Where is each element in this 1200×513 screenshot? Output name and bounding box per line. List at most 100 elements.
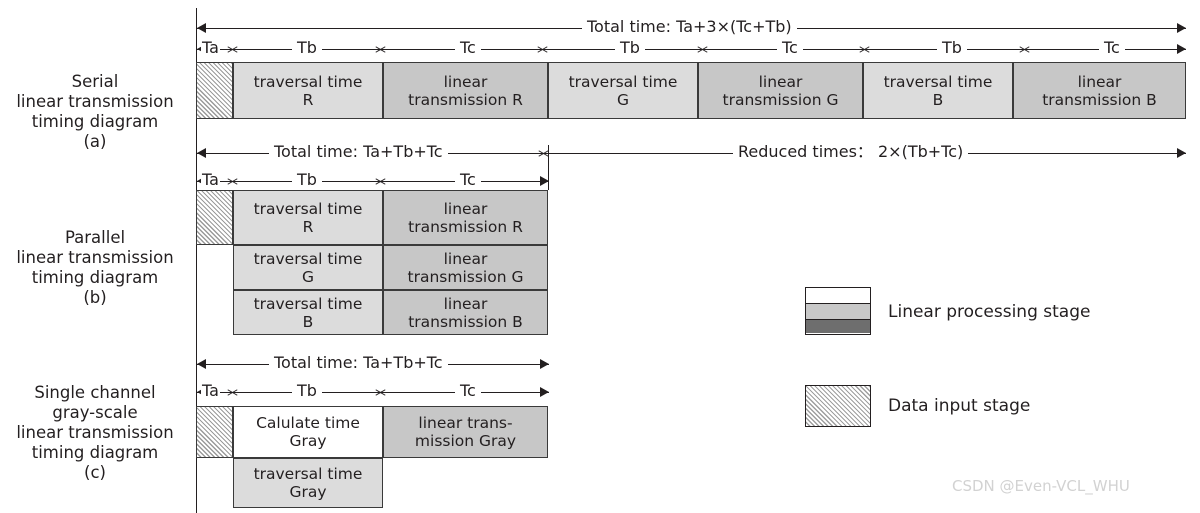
- legend-label-linear-processing: Linear processing stage: [888, 302, 1091, 322]
- legend-band-light-gray: [806, 304, 870, 320]
- arrow-head-right-icon: [540, 387, 549, 397]
- total-time-measure-single-gray: Total time: Ta+Tb+Tc: [197, 353, 549, 373]
- total-time-label: Total time: Ta+Tb+Tc: [269, 353, 448, 373]
- reduced-time-measure-parallel: Reduced times： 2×(Tb+Tc): [549, 142, 1186, 162]
- segment-measures-parallel: Ta Tb Tc: [197, 170, 549, 190]
- caption-line: linear transmission: [16, 423, 174, 442]
- segment-label-tc: Tc: [777, 38, 803, 58]
- caption-line: Parallel: [64, 228, 126, 247]
- legend-band-dark-gray: [806, 320, 870, 333]
- caption-line: timing diagram: [31, 112, 159, 131]
- legend-label-data-input: Data input stage: [888, 396, 1031, 416]
- segment-label-tb: Tb: [292, 38, 322, 58]
- segment-tick: [1019, 43, 1030, 55]
- caption-line: gray-scale: [52, 403, 138, 422]
- segment-tick: [859, 43, 870, 55]
- caption-line: (b): [83, 288, 107, 307]
- total-time-measure-parallel: Total time: Ta+Tb+Tc: [197, 142, 549, 162]
- block-transmission-gray: linear trans-mission Gray: [383, 406, 548, 458]
- arrow-head-right-icon: [1177, 23, 1186, 33]
- segment-measures-single-gray: Ta Tb Tc: [197, 381, 549, 401]
- block-data-input-serial: [196, 62, 233, 119]
- time-origin-axis: [196, 8, 197, 513]
- caption-line: timing diagram: [31, 443, 159, 462]
- segment-tick: [375, 386, 386, 398]
- segment-label-tb: Tb: [292, 381, 322, 401]
- caption-line: linear transmission: [16, 92, 174, 111]
- arrow-head-right-icon: [540, 176, 549, 186]
- segment-label-tc: Tc: [455, 381, 481, 401]
- segment-measures-serial: Ta Tb Tc Tb Tc Tb Tc: [197, 38, 1186, 58]
- segment-label-tc: Tc: [455, 38, 481, 58]
- arrow-head-right-icon: [540, 359, 549, 369]
- segment-label-tc: Tc: [455, 170, 481, 190]
- caption-line: (a): [83, 132, 107, 151]
- segment-tick: [227, 43, 238, 55]
- boundary-line-parallel: [548, 145, 549, 190]
- segment-label-tb: Tb: [937, 38, 967, 58]
- arrow-head-left-icon: [197, 148, 206, 158]
- segment-tick: [375, 175, 386, 187]
- arrow-head-right-icon: [1177, 148, 1186, 158]
- measure-rule: [197, 49, 1186, 50]
- caption-line: Single channel: [34, 383, 156, 402]
- caption-line: Serial: [71, 72, 119, 91]
- segment-tick: [227, 175, 238, 187]
- reduced-time-label: Reduced times： 2×(Tb+Tc): [733, 142, 969, 162]
- segment-label-ta: Ta: [201, 170, 220, 190]
- arrow-head-right-icon: [1177, 44, 1186, 54]
- segment-label-tb: Tb: [292, 170, 322, 190]
- caption-line: linear transmission: [16, 248, 174, 267]
- segment-tick: [375, 43, 386, 55]
- block-data-input-single-gray: [196, 406, 233, 458]
- arrow-head-left-icon: [197, 23, 206, 33]
- block-data-input-parallel: [196, 190, 233, 245]
- segment-tick: [697, 43, 708, 55]
- measure-rule: [197, 392, 549, 393]
- row-caption-single-gray: Single channel gray-scale linear transmi…: [0, 383, 190, 483]
- watermark-text: CSDN @Even-VCL_WHU: [952, 477, 1130, 495]
- legend-swatch-linear-processing: [805, 287, 871, 335]
- row-caption-serial: Serial linear transmission timing diagra…: [0, 72, 190, 152]
- arrow-head-left-icon: [197, 359, 206, 369]
- total-time-measure-serial: Total time: Ta+3×(Tc+Tb): [197, 17, 1186, 37]
- measure-rule: [197, 181, 549, 182]
- row-caption-parallel: Parallel linear transmission timing diag…: [0, 228, 190, 308]
- segment-tick: [227, 386, 238, 398]
- total-time-label: Total time: Ta+3×(Tc+Tb): [582, 17, 797, 37]
- legend-swatch-data-input: [805, 385, 871, 427]
- legend-band-white: [806, 288, 870, 304]
- total-time-label: Total time: Ta+Tb+Tc: [269, 142, 448, 162]
- caption-line: timing diagram: [31, 268, 159, 287]
- segment-label-ta: Ta: [201, 38, 220, 58]
- block-label: linear trans-mission Gray: [414, 414, 517, 450]
- segment-tick: [537, 43, 548, 55]
